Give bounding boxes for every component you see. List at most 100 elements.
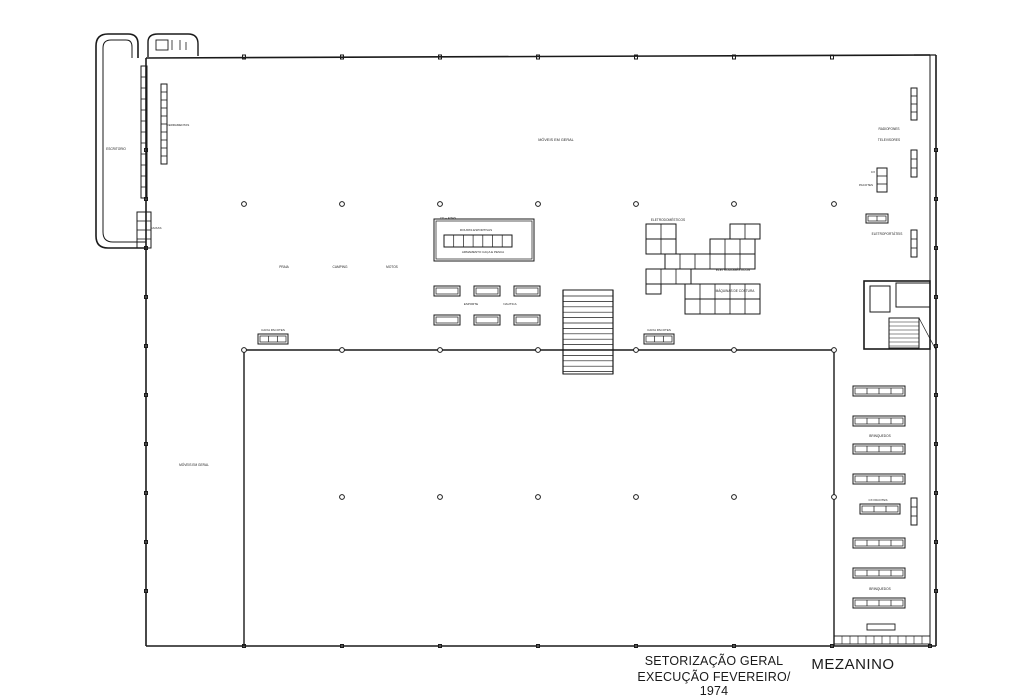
- wall-mullion-right: [934, 295, 938, 299]
- sector-label-pacotes-right: PACOTES: [859, 183, 873, 187]
- wall-mullion-right: [934, 491, 938, 495]
- column: [437, 347, 443, 353]
- right-bay-bench: [866, 623, 896, 631]
- column: [535, 201, 541, 207]
- sports-counter: [443, 234, 513, 248]
- display-unit-3: [513, 285, 541, 297]
- annex-wall: [95, 33, 146, 249]
- wall-mullion-top: [732, 54, 736, 60]
- shelf-strip-lower-right: [910, 497, 918, 526]
- column: [437, 201, 443, 207]
- outer-wall-top: [145, 54, 931, 59]
- toy-display-1: [852, 385, 906, 397]
- service-room: [869, 285, 891, 313]
- toy-display-6: [852, 567, 906, 579]
- sector-label-escritorio: ESCRITORIO: [106, 147, 126, 151]
- wall-mullion-left: [144, 344, 148, 348]
- caption-setorizacao: SETORIZAÇÃO GERAL: [644, 654, 784, 668]
- column: [731, 494, 737, 500]
- sector-label-cds-fitas: CD + FITAS: [440, 216, 456, 220]
- caption-floor-title: MEZANINO: [811, 656, 895, 673]
- wall-mullion-bottom: [536, 644, 540, 648]
- caixa-counter-left: [257, 333, 289, 345]
- sector-label-televisores: TELEVISORES: [878, 138, 900, 142]
- sector-label-camping: CAMPING: [333, 265, 348, 269]
- shelf-strip-eletroportateis: [910, 229, 918, 258]
- wall-mullion-left: [144, 246, 148, 250]
- wall-mullion-right: [934, 344, 938, 348]
- wall-mullion-bottom: [732, 644, 736, 648]
- service-room-right: [895, 282, 931, 308]
- wall-mullion-bottom: [830, 644, 834, 648]
- sector-label-cx-right: CX: [871, 170, 875, 174]
- column: [339, 347, 345, 353]
- central-stair: [562, 289, 614, 375]
- sports-block-frame: [433, 218, 535, 262]
- service-stair: [888, 317, 920, 349]
- display-unit-3-inner: [515, 287, 539, 295]
- sector-label-caixa-pacotes-left: CAIXA PACOTES: [261, 328, 285, 332]
- appliance-grid: [709, 238, 756, 255]
- appliance-grid: [684, 298, 761, 315]
- wall-mullion-left: [144, 148, 148, 152]
- display-unit-6: [513, 314, 541, 326]
- sports-block-frame-inner: [435, 220, 533, 260]
- display-unit-5: [473, 314, 501, 326]
- caixa-counter-center: [643, 333, 675, 345]
- toy-display-7: [852, 597, 906, 609]
- display-unit-1: [433, 285, 461, 297]
- cx-pacotes-counter-inner: [861, 505, 899, 513]
- wall-mullion-left: [144, 491, 148, 495]
- stair-tower-room: [155, 39, 169, 51]
- wall-mullion-right: [934, 540, 938, 544]
- wall-mullion-right: [934, 148, 938, 152]
- toy-display-3: [852, 443, 906, 455]
- column: [731, 347, 737, 353]
- wall-mullion-top: [438, 54, 442, 60]
- caixa-counter-center-inner: [645, 335, 673, 343]
- wall-mullion-bottom: [242, 644, 246, 648]
- service-door-line: [918, 317, 937, 351]
- sector-label-eletrodomesticos-1: ELETRODOMÉSTICOS: [651, 217, 685, 222]
- display-unit-4: [433, 314, 461, 326]
- column: [535, 347, 541, 353]
- display-unit-2: [473, 285, 501, 297]
- wall-mullion-right: [934, 442, 938, 446]
- wall-mullion-top: [536, 54, 540, 60]
- column: [831, 494, 837, 500]
- sector-label-brinquedos-2: BRINQUEDOS: [869, 587, 890, 591]
- column: [535, 494, 541, 500]
- toy-display-2: [852, 415, 906, 427]
- wall-mullion-bottom: [634, 644, 638, 648]
- column: [241, 347, 247, 353]
- sector-label-ferramentas: FERRAMENTAS: [167, 123, 189, 127]
- annex-wall-inner: [102, 39, 146, 243]
- display-unit-5-inner: [475, 316, 499, 324]
- sector-label-eletroportateis: ELETROPORTÁTEIS: [872, 232, 903, 236]
- column: [437, 494, 443, 500]
- column: [633, 201, 639, 207]
- column: [831, 347, 837, 353]
- wall-mullion-right: [934, 589, 938, 593]
- caixa-counter-left-inner: [259, 335, 287, 343]
- plan-labels: MÓVEIS EM GERAL ESCRITORIO FERRAMENTAS CAIX…: [106, 123, 902, 591]
- toy-display-4: [852, 473, 906, 485]
- wall-mullion-bottom: [438, 644, 442, 648]
- service-core: [863, 280, 931, 350]
- sector-label-moveis-geral-left: MÓVEIS EM GERAL: [179, 462, 209, 467]
- sector-label-motos: MOTOS: [386, 265, 398, 269]
- eletroportateis-unit: [865, 213, 889, 224]
- wall-mullion-right: [934, 393, 938, 397]
- wall-mullion-top: [242, 54, 246, 60]
- sector-label-maquinas-costura: MÁQUINAS DE COSTURA: [716, 289, 756, 293]
- appliance-grid: [645, 268, 692, 285]
- column: [633, 347, 639, 353]
- sector-label-esporte: ESPORTE: [464, 302, 478, 306]
- wall-mullion-left: [144, 589, 148, 593]
- cx-pacotes-unit: [876, 167, 888, 193]
- stair-tower-wall: [147, 33, 199, 57]
- sector-label-praia: PRAIA: [279, 265, 289, 269]
- caption-execucao: EXECUÇÃO FEVEREIRO/ 1974: [637, 670, 791, 698]
- wall-mullion-left: [144, 442, 148, 446]
